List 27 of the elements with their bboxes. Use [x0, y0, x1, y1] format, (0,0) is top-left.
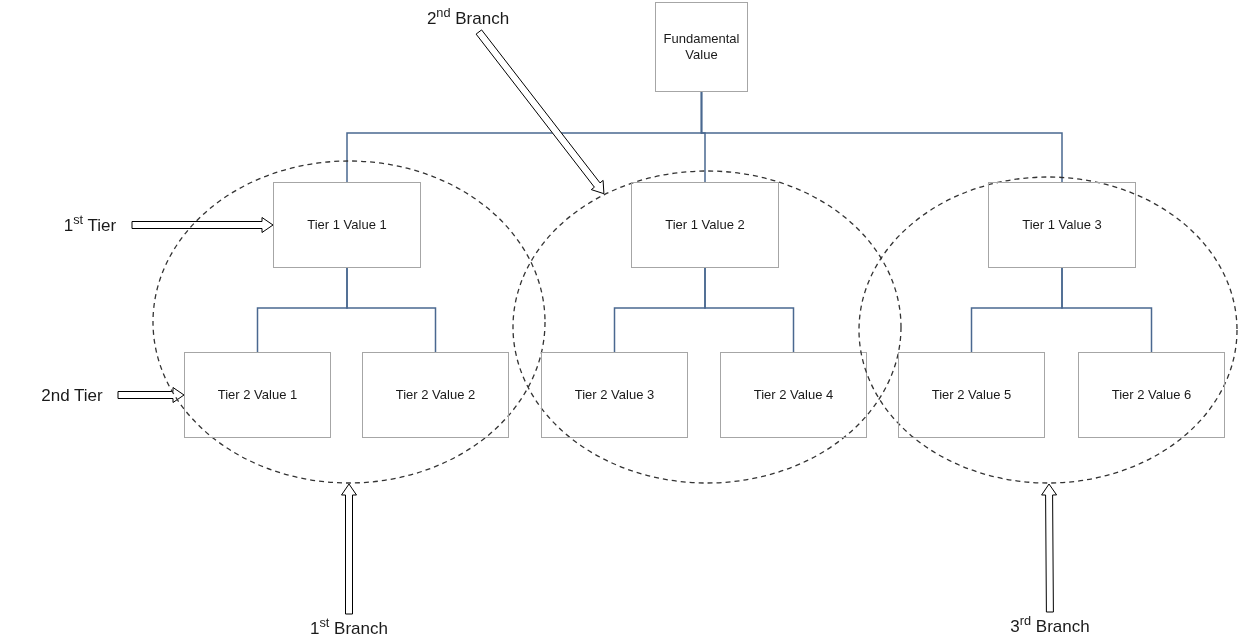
- value-box: Tier 2 Value 2: [362, 352, 509, 438]
- block-arrow: [1041, 483, 1058, 613]
- connector-line: [704, 267, 795, 353]
- value-box: Tier 2 Value 1: [184, 352, 331, 438]
- value-box: Tier 2 Value 5: [898, 352, 1045, 438]
- value-box: Tier 2 Value 4: [720, 352, 867, 438]
- connector-line: [1061, 267, 1153, 353]
- annotation-label: 1$^{st}$ Tier: [48, 211, 132, 239]
- branch-ellipse: [152, 160, 546, 484]
- value-box: Tier 2 Value 6: [1078, 352, 1225, 438]
- block-arrow: [341, 483, 357, 615]
- block-arrow: [475, 29, 605, 195]
- connector-line: [346, 267, 437, 353]
- branch-ellipse: [512, 170, 902, 484]
- block-arrow: [117, 387, 185, 403]
- value-box: Tier 1 Value 1: [273, 182, 421, 268]
- block-arrow: [131, 217, 274, 233]
- annotation-label: 2$^{nd}$ Branch: [412, 4, 524, 32]
- connector-line: [700, 91, 1063, 183]
- value-box: Fundamental Value: [655, 2, 748, 92]
- annotation-label: 1$^{st}$ Branch: [294, 614, 404, 642]
- value-box: Tier 1 Value 2: [631, 182, 779, 268]
- value-box: Tier 1 Value 3: [988, 182, 1136, 268]
- annotation-label: 3$^{rd}$ Branch: [995, 612, 1105, 640]
- value-box: Tier 2 Value 3: [541, 352, 688, 438]
- annotation-label: 2nd Tier: [26, 381, 118, 409]
- branch-ellipse: [858, 176, 1238, 484]
